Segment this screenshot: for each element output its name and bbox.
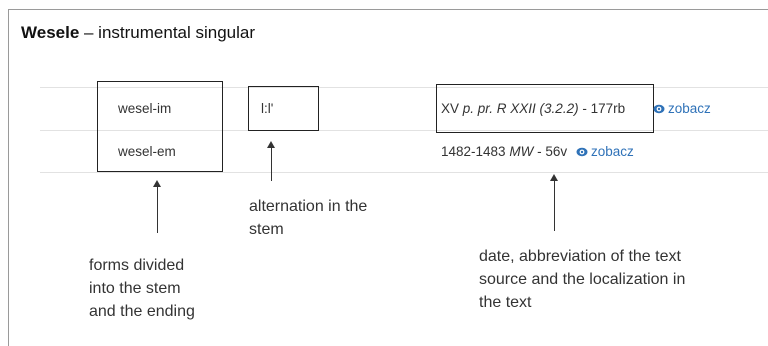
row-1-source: p. pr. R XXII (3.2.2) (462, 101, 579, 116)
table-row-2-form: wesel-em (118, 144, 176, 159)
source-arrow (554, 180, 555, 231)
table-row-1-form: wesel-im (118, 101, 172, 116)
eye-icon (653, 104, 665, 114)
table-rule-middle (40, 130, 768, 131)
source-annotation-line-1: date, abbreviation of the text (479, 248, 681, 265)
forms-arrow (157, 186, 158, 233)
row-1-location: - 177rb (578, 101, 626, 116)
source-arrowhead (550, 174, 558, 181)
row-2-link-label: zobacz (591, 144, 634, 159)
forms-annotation-line-3: and the ending (89, 303, 195, 320)
table-row-1-alternation: l:l' (261, 101, 274, 116)
forms-highlight-box (97, 81, 223, 172)
page-title: Wesele – instrumental singular (21, 23, 255, 43)
forms-annotation-line-1: forms divided (89, 257, 185, 274)
row-2-date: 1482-1483 (441, 144, 506, 159)
row-1-link-label: zobacz (668, 101, 711, 116)
table-rule-bottom (40, 172, 768, 173)
row-2-zobacz-link[interactable]: zobacz (576, 144, 634, 159)
source-annotation: date, abbreviation of the text source an… (479, 245, 685, 314)
alternation-highlight-box (248, 86, 319, 131)
forms-arrowhead (153, 180, 161, 187)
source-highlight-box (436, 84, 654, 133)
table-row-2-citation: 1482-1483 MW - 56v (441, 144, 567, 159)
slide-frame (8, 9, 768, 346)
row-2-source: MW (509, 144, 534, 159)
alternation-annotation-line-2: stem (249, 221, 284, 238)
row-1-date: XV (441, 101, 460, 116)
lemma-word: Wesele (21, 23, 80, 42)
alternation-annotation: alternation in the stem (249, 195, 367, 241)
alternation-arrowhead (267, 141, 275, 148)
eye-icon (576, 147, 588, 157)
forms-annotation-line-2: into the stem (89, 280, 181, 297)
row-2-location: - 56v (533, 144, 568, 159)
table-row-1-citation: XV p. pr. R XXII (3.2.2) - 177rb (441, 101, 625, 116)
row-1-zobacz-link[interactable]: zobacz (653, 101, 711, 116)
alternation-arrow (271, 147, 272, 181)
source-annotation-line-3: the text (479, 294, 532, 311)
title-description: – instrumental singular (79, 23, 256, 42)
alternation-annotation-line-1: alternation in the (249, 198, 368, 215)
table-rule-top (40, 87, 768, 88)
source-annotation-line-2: source and the localization in (479, 271, 686, 288)
forms-annotation: forms divided into the stem and the endi… (89, 254, 195, 323)
